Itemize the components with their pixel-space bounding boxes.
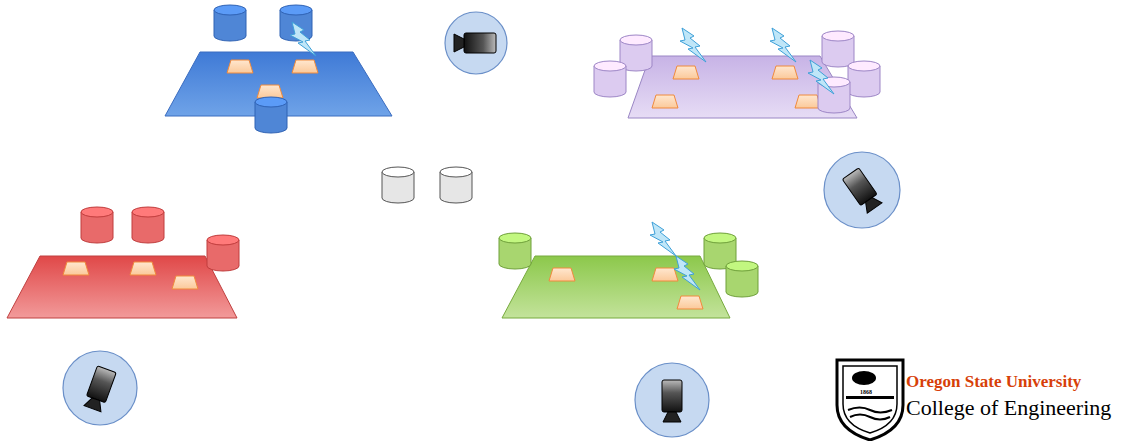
placement-marker <box>257 85 283 98</box>
placement-marker <box>677 296 703 309</box>
university-seal <box>837 360 903 440</box>
camera-icon <box>63 351 137 425</box>
object-cylinder <box>726 261 758 297</box>
lightning-bolt <box>674 256 700 290</box>
placement-marker <box>172 276 198 289</box>
table-surface <box>7 256 237 318</box>
institution-name: Oregon State University <box>906 373 1081 392</box>
placement-marker <box>292 60 318 73</box>
object-cylinder <box>132 207 164 243</box>
table-surface <box>502 256 730 318</box>
object-cylinder <box>382 167 414 203</box>
object-cylinder <box>207 235 239 271</box>
camera-icon <box>824 152 900 228</box>
placement-marker <box>772 66 798 79</box>
table-surface <box>165 52 392 116</box>
lightning-bolt <box>680 28 706 62</box>
camera-icon <box>445 12 507 74</box>
lightning-bolt <box>650 222 676 256</box>
table-surface <box>628 56 857 118</box>
placement-marker <box>63 262 89 275</box>
camera-icon <box>635 363 709 437</box>
placement-marker <box>549 268 575 281</box>
object-cylinder <box>255 97 287 133</box>
seal-year: 1868 <box>860 389 872 396</box>
lightning-bolt <box>808 60 834 94</box>
object-cylinder <box>594 61 626 97</box>
lightning-bolt <box>770 28 796 62</box>
object-cylinder <box>822 31 854 67</box>
placement-marker <box>652 268 678 281</box>
placement-marker <box>673 66 699 79</box>
placement-marker <box>652 95 678 108</box>
placement-marker <box>130 262 156 275</box>
placement-marker <box>795 95 821 108</box>
lightning-bolt <box>290 22 316 56</box>
object-cylinder <box>499 233 531 269</box>
object-cylinder <box>440 167 472 203</box>
placement-marker <box>227 60 253 73</box>
object-cylinder <box>81 207 113 243</box>
object-cylinder <box>848 61 880 97</box>
object-cylinder <box>214 5 246 41</box>
college-name: College of Engineering <box>906 396 1111 420</box>
